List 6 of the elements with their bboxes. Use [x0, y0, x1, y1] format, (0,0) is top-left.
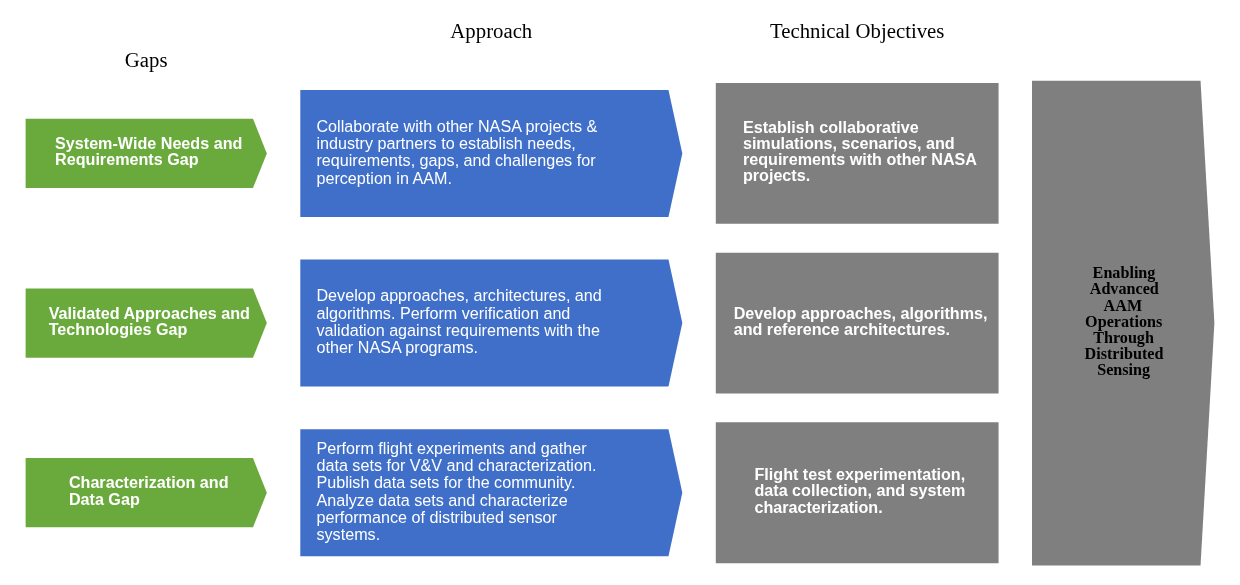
node-box: Develop approaches, algorithms, and reference architectures. [715, 252, 999, 394]
label: Gaps [124, 48, 168, 72]
label: Technical Objectives [769, 19, 945, 43]
node-box: Establish collaborative simulations, scenarios, and requirements with other NASA projects. [715, 83, 999, 224]
node-box: Flight test experimentation, data collection, and system characterization. [715, 422, 999, 564]
label: Approach [450, 19, 533, 43]
